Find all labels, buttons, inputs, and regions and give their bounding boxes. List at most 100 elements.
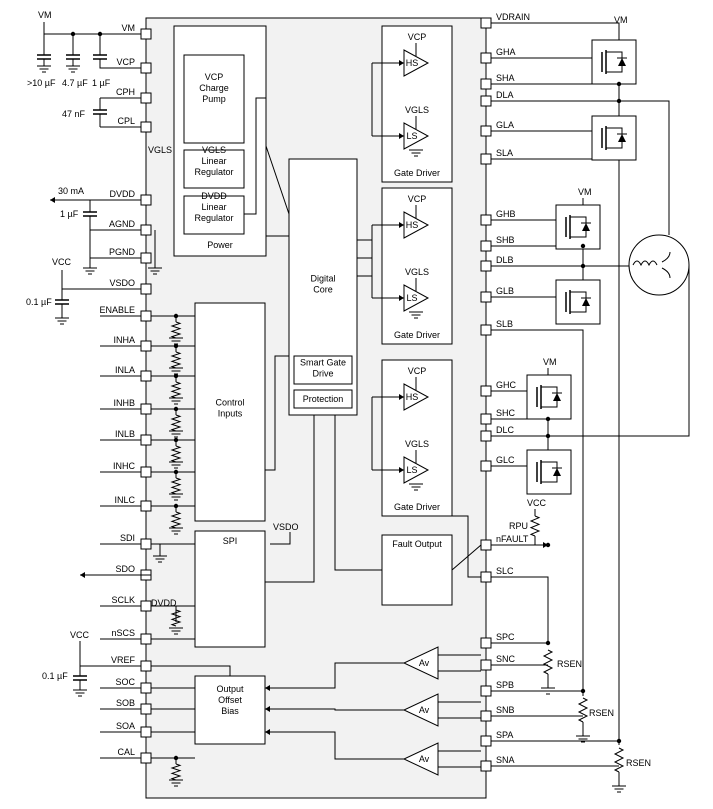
pin-label-nfault: nFAULT <box>496 534 529 544</box>
wire <box>334 415 382 571</box>
pin-label-vref: VREF <box>111 655 136 665</box>
pin-gha <box>480 52 492 64</box>
pin-label-inlc: INLC <box>114 495 135 505</box>
pin-ghc <box>480 385 492 397</box>
pin-inhc <box>140 466 152 478</box>
label-30ma: 30 mA <box>58 186 84 196</box>
pin-label-inlb: INLB <box>115 429 135 439</box>
pin-label-inha: INHA <box>113 335 135 345</box>
pin-ghb <box>480 214 492 226</box>
label-vcc-a: VCC <box>52 257 72 267</box>
pin-label-glc: GLC <box>496 455 515 465</box>
wire <box>265 708 404 711</box>
pin-inhb <box>140 403 152 415</box>
pin-vcp <box>140 62 152 74</box>
label-dvdd: DVDD <box>151 598 177 608</box>
pin-inha <box>140 340 152 352</box>
pin-label-dlc: DLC <box>496 425 515 435</box>
arrow-head <box>50 197 55 203</box>
pin-label-gla: GLA <box>496 120 514 130</box>
pin-label-sclk: SCLK <box>111 595 135 605</box>
label-c1: 1 µF <box>92 78 111 88</box>
pin-label-shb: SHB <box>496 235 515 245</box>
pin-label-dvdd: DVDD <box>109 189 135 199</box>
smart-gate-drive-block <box>293 355 353 385</box>
pin-spa <box>480 735 492 747</box>
pin-nscs <box>140 633 152 645</box>
pin-shb <box>480 240 492 252</box>
pin-label-soa: SOA <box>116 721 135 731</box>
ls-label-b: LS <box>406 293 417 303</box>
label-c47n: 47 nF <box>62 109 86 119</box>
pin-slb <box>480 324 492 336</box>
pin-label-inla: INLA <box>115 365 135 375</box>
fault-output-label: Fault Output <box>392 539 442 549</box>
motor-symbol <box>628 234 690 296</box>
pin-label-sla: SLA <box>496 148 513 158</box>
resistor <box>170 477 182 495</box>
arrow-head <box>399 60 404 66</box>
pin-label-spc: SPC <box>496 632 515 642</box>
pin-vm <box>140 28 152 40</box>
junction-dot <box>580 243 586 249</box>
pin-label-agnd: AGND <box>109 219 136 229</box>
pin-label-vm: VM <box>122 23 136 33</box>
fet-lb-diode <box>582 298 590 306</box>
fet-la <box>591 115 637 161</box>
arrow-head <box>399 467 404 473</box>
resistor <box>170 351 182 369</box>
wire <box>265 415 315 583</box>
wire <box>491 576 549 643</box>
fault-output-block <box>381 534 453 606</box>
gate-driver-label-a: Gate Driver <box>394 168 440 178</box>
wire <box>265 145 290 215</box>
pin-dlc <box>480 430 492 442</box>
pin-nfault <box>480 539 492 551</box>
arrow-head <box>399 295 404 301</box>
pin-inlc <box>140 500 152 512</box>
pin-sdi <box>140 538 152 550</box>
label-rsen-a: RSEN <box>626 758 651 768</box>
pin-agnd <box>140 224 152 236</box>
junction-dot <box>616 81 622 87</box>
label-vcc-b: VCC <box>70 630 90 640</box>
pin-label-sdi: SDI <box>120 533 135 543</box>
amp-label-c: Av <box>419 658 430 668</box>
arrow-head <box>265 729 270 735</box>
junction-dot <box>173 503 179 509</box>
wire <box>491 100 670 235</box>
resistor <box>170 763 182 781</box>
hs-label-a: HS <box>406 58 419 68</box>
wire <box>491 83 620 116</box>
resistor <box>170 381 182 399</box>
label-vcc-c: VCC <box>527 498 547 508</box>
pin-label-shc: SHC <box>496 408 516 418</box>
arrow-head <box>399 133 404 139</box>
resistor <box>170 511 182 529</box>
pin-label-slb: SLB <box>496 319 513 329</box>
pin-label-spa: SPA <box>496 730 513 740</box>
wire <box>491 22 620 40</box>
vgls-regulator-block <box>183 149 245 189</box>
label-c01b: 0.1 µF <box>42 671 68 681</box>
pin-snc <box>480 659 492 671</box>
pin-dlb <box>480 260 492 272</box>
fet-ha <box>591 39 637 85</box>
pin-label-dla: DLA <box>496 90 514 100</box>
pin-label-enable: ENABLE <box>99 305 135 315</box>
vgls-label-c: VGLS <box>405 439 429 449</box>
gate-driver-label-b: Gate Driver <box>394 330 440 340</box>
pin-dla <box>480 95 492 107</box>
wire <box>491 329 584 696</box>
pin-label-ghb: GHB <box>496 209 516 219</box>
pin-shc <box>480 413 492 425</box>
amplifier-c <box>402 646 439 680</box>
fet-hb-diode <box>582 223 590 231</box>
dvdd-regulator-block <box>183 195 245 235</box>
amp-label-b: Av <box>419 705 430 715</box>
wire <box>452 515 481 578</box>
ls-label-c: LS <box>406 465 417 475</box>
junction-dot <box>97 31 103 37</box>
pin-glc <box>480 460 492 472</box>
